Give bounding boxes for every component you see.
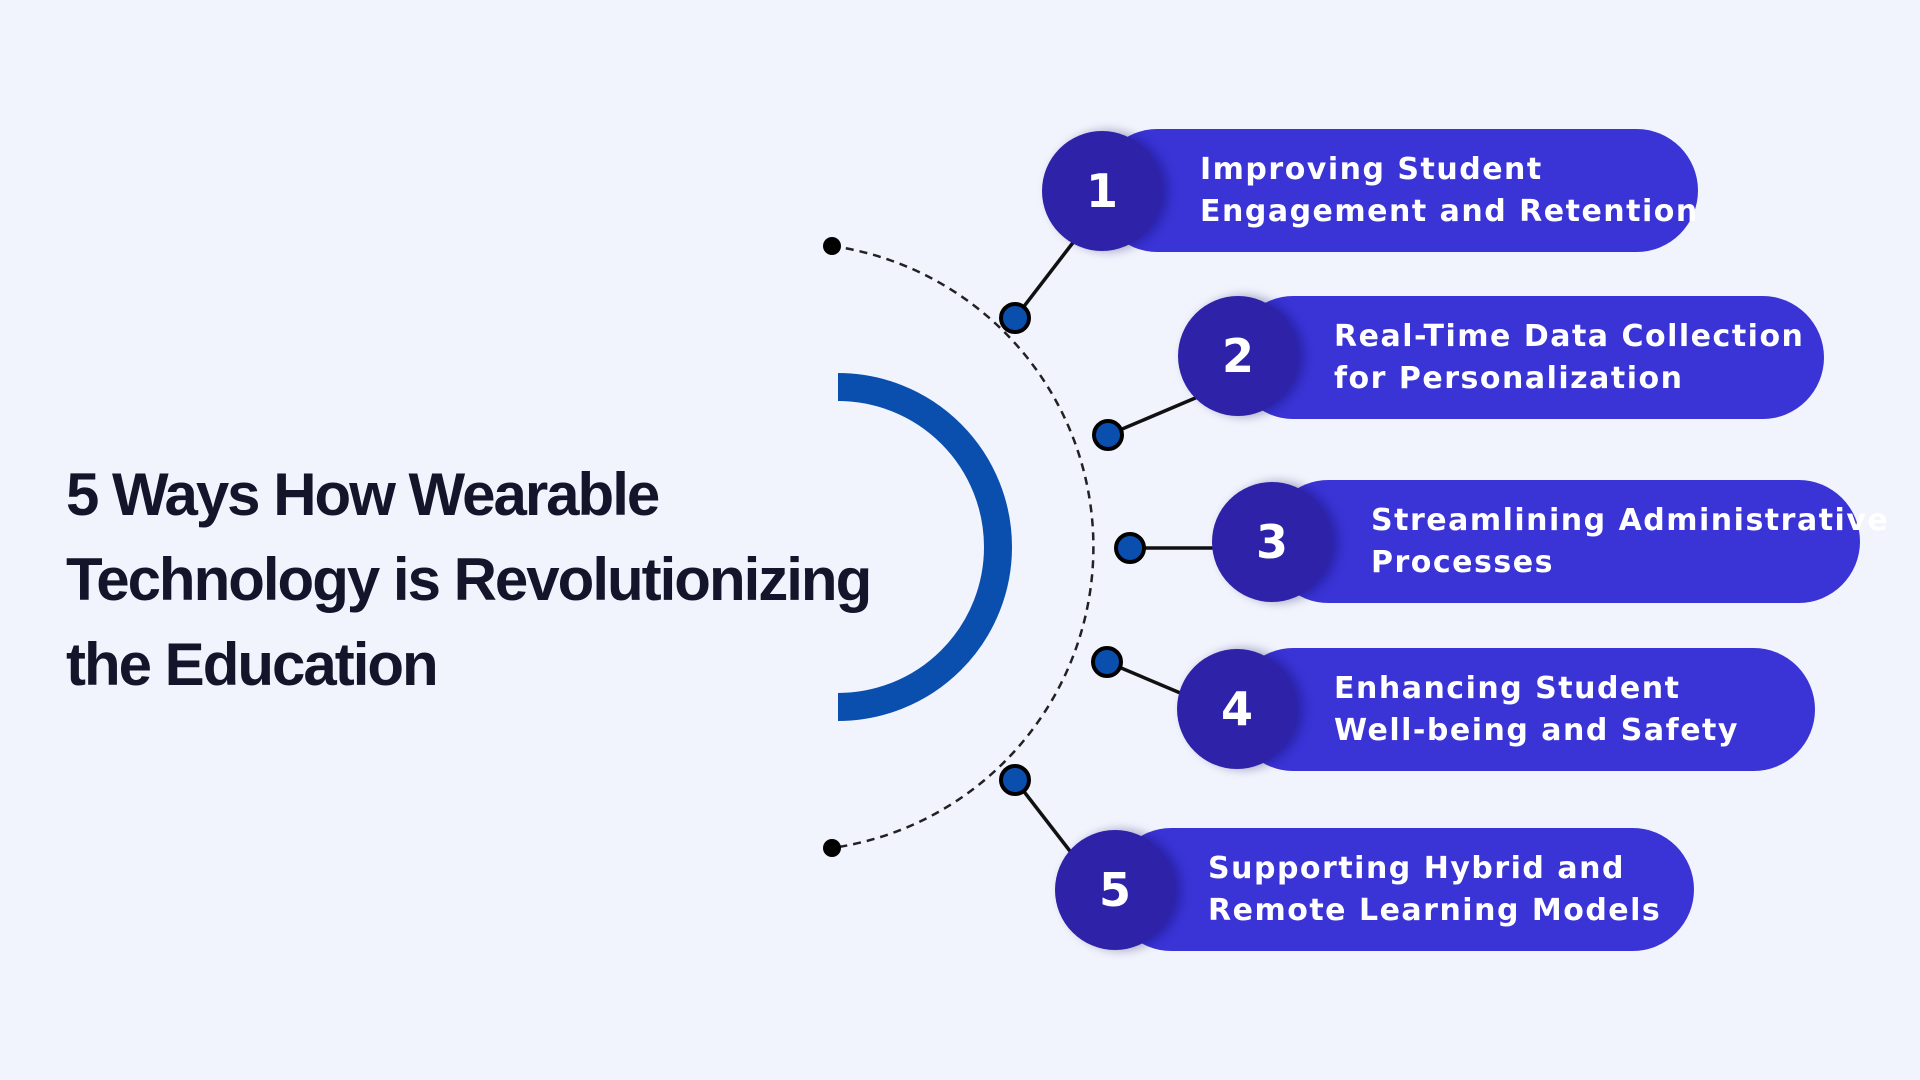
step-pill-4: Enhancing Student Well-being and Safety xyxy=(1232,648,1815,771)
step-1-line-2: Engagement and Retention xyxy=(1200,193,1699,229)
step-3-line-2: Processes xyxy=(1371,544,1554,580)
accent-arc xyxy=(837,373,1012,721)
arc-end-dot-bottom xyxy=(823,839,841,857)
dashed-arc xyxy=(831,244,1095,850)
step-4-line-2: Well-being and Safety xyxy=(1334,712,1739,748)
connector-line-2 xyxy=(1107,394,1201,437)
node-dot-4 xyxy=(1091,646,1123,678)
title-line-3: the Education xyxy=(66,631,439,698)
step-number-1: 1 xyxy=(1042,131,1162,251)
step-pill-1: Improving Student Engagement and Retenti… xyxy=(1096,129,1698,252)
step-number-5: 5 xyxy=(1055,830,1175,950)
arc-end-dot-top xyxy=(823,237,841,255)
node-dot-3 xyxy=(1114,532,1146,564)
step-number-3: 3 xyxy=(1212,482,1332,602)
step-number-2: 2 xyxy=(1178,296,1298,416)
title-line-1: 5 Ways How Wearable xyxy=(66,461,660,528)
step-text-1: Improving Student Engagement and Retenti… xyxy=(1200,149,1699,233)
connector-line-1 xyxy=(1013,238,1077,320)
step-number-4: 4 xyxy=(1177,649,1297,769)
step-text-2: Real-Time Data Collection for Personaliz… xyxy=(1334,316,1804,400)
step-pill-3: Streamlining Administrative Processes xyxy=(1267,480,1888,603)
node-dot-1 xyxy=(999,302,1031,334)
step-2-line-2: for Personalization xyxy=(1334,360,1684,396)
step-text-4: Enhancing Student Well-being and Safety xyxy=(1334,668,1739,752)
step-5-line-1: Supporting Hybrid and xyxy=(1208,850,1625,886)
step-1-line-1: Improving Student xyxy=(1200,151,1543,187)
step-text-5: Supporting Hybrid and Remote Learning Mo… xyxy=(1208,848,1661,932)
step-5-line-2: Remote Learning Models xyxy=(1208,892,1662,928)
step-pill-5: Supporting Hybrid and Remote Learning Mo… xyxy=(1110,828,1694,951)
step-text-3: Streamlining Administrative Processes xyxy=(1371,500,1889,584)
step-4-line-1: Enhancing Student xyxy=(1334,670,1681,706)
step-pill-2: Real-Time Data Collection for Personaliz… xyxy=(1232,296,1824,419)
step-3-line-1: Streamlining Administrative xyxy=(1371,502,1890,538)
page-title: 5 Ways How Wearable Technology is Revolu… xyxy=(66,452,966,707)
node-dot-5 xyxy=(999,764,1031,796)
node-dot-2 xyxy=(1092,419,1124,451)
step-2-line-1: Real-Time Data Collection xyxy=(1334,318,1805,354)
title-line-2: Technology is Revolutionizing xyxy=(66,546,872,613)
